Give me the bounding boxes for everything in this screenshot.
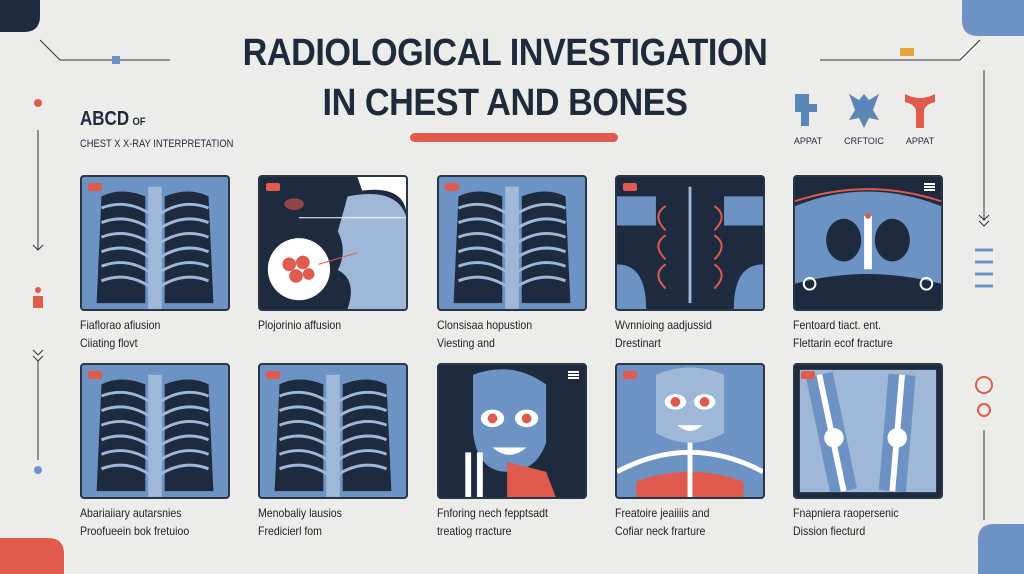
label-badge <box>623 371 637 379</box>
bone-joint-icon <box>795 94 817 126</box>
label-badge <box>801 371 815 379</box>
xray-panel-skeleton[interactable] <box>615 363 765 499</box>
caption-line-2: Dission fiecturd <box>793 524 866 538</box>
legend-label: CRFTOIC <box>844 136 884 146</box>
xray-panel-pelvis[interactable] <box>793 175 943 311</box>
menu-icon[interactable] <box>568 371 579 379</box>
caption-line-1: Plojorinio affusion <box>258 318 342 332</box>
page-title-line-1: RADIOLOGICAL INVESTIGATION <box>242 32 768 74</box>
caption-line-2: Ciiating flovt <box>80 336 138 350</box>
caption-line-2: Viesting and <box>437 336 495 350</box>
vessels-image <box>617 177 763 309</box>
label-badge <box>88 183 102 191</box>
caption-line-1: Fnforing nech fepptsadt <box>437 506 548 520</box>
xray-panel-face-profile[interactable] <box>258 175 408 311</box>
caption-line-2: Cofiar neck frarture <box>615 524 706 538</box>
xray-panel-chest-xray[interactable] <box>437 175 587 311</box>
xray-panel-chest-xray[interactable] <box>258 363 408 499</box>
chest-xray-image <box>439 177 585 309</box>
caption-line-1: Clonsisaa hopustion <box>437 318 533 332</box>
xray-panel-legs[interactable] <box>793 363 943 499</box>
legend-item-3: APPAT <box>890 90 950 146</box>
legend-label: APPAT <box>793 136 823 146</box>
caption-line-1: Menobaliy lausios <box>258 506 342 520</box>
panel-caption: Fentoard tiact. ent. Flettarin ecof fract… <box>793 316 943 352</box>
label-badge <box>445 183 459 191</box>
chest-xray-image <box>82 365 228 497</box>
panel-caption: Fnforing nech fepptsadt treatiog rracture <box>437 504 587 540</box>
xray-panel-skull-face[interactable] <box>437 363 587 499</box>
caption-line-2: treatiog rracture <box>437 524 512 538</box>
caption-line-1: Fnapniera raopersenic <box>793 506 899 520</box>
corner-decoration-top-right <box>962 0 1024 36</box>
title-underline <box>410 133 618 142</box>
caption-line-2: Drestinart <box>615 336 661 350</box>
pelvis-icon <box>849 94 879 128</box>
xray-panel-vessels[interactable] <box>615 175 765 311</box>
corner-decoration-bottom-left <box>0 538 64 574</box>
menu-icon[interactable] <box>924 183 935 191</box>
label-badge <box>88 371 102 379</box>
caption-line-1: Abariaiiary autarsnies <box>80 506 182 520</box>
caption-line-2: Flettarin ecof fracture <box>793 336 893 350</box>
caption-line-2: Fredicierl fom <box>258 524 322 538</box>
caption-line-2: Proofueein bok fretuioo <box>80 524 190 538</box>
subtitle: CHEST X X-RAY INTERPRETATION <box>80 138 234 150</box>
xray-panel-chest-xray[interactable] <box>80 363 230 499</box>
caption-line-1: Fentoard tiact. ent. <box>793 318 882 332</box>
face-profile-image <box>260 177 406 309</box>
abcd-of: OF <box>132 116 146 128</box>
pelvis-image <box>795 177 941 309</box>
legs-image <box>795 365 941 497</box>
legend-item-2: CRFTOIC <box>834 90 894 146</box>
skull-face-image <box>439 365 585 497</box>
caption-line-1: Wvnnioing aadjussid <box>615 318 712 332</box>
label-badge <box>266 183 280 191</box>
label-badge <box>623 183 637 191</box>
caption-line-1: Freatoire jeaiiiis and <box>615 506 710 520</box>
page-title-line-2: IN CHEST AND BONES <box>322 82 688 124</box>
corner-decoration-top-left <box>0 0 40 32</box>
chest-xray-image <box>260 365 406 497</box>
caption-line-1: Fiaflorao afiusion <box>80 318 161 332</box>
xray-panel-chest-xray[interactable] <box>80 175 230 311</box>
label-badge <box>266 371 280 379</box>
chest-xray-image <box>82 177 228 309</box>
legend-label: APPAT <box>905 136 935 146</box>
femur-icon <box>905 94 935 128</box>
abcd-text: ABCD <box>80 108 130 130</box>
legend-item-1: APPAT <box>778 90 838 146</box>
corner-decoration-bottom-right <box>978 524 1024 574</box>
skeleton-image <box>617 365 763 497</box>
panel-caption: Plojorinio affusion <box>258 316 408 334</box>
